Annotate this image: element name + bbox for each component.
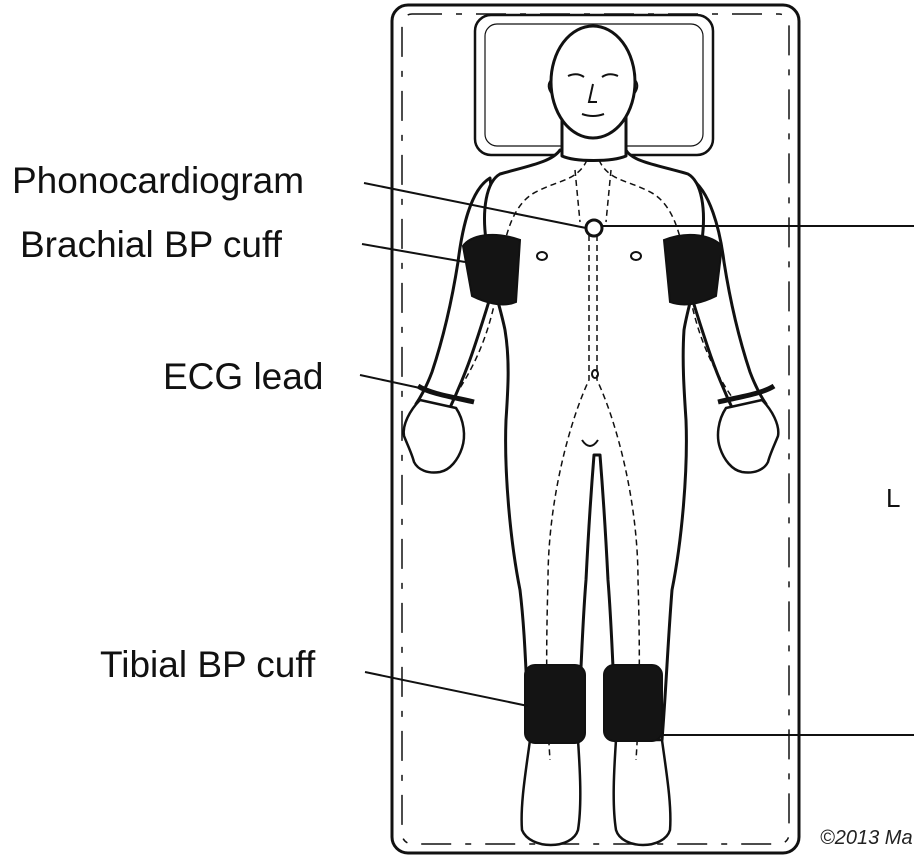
tibial-cuff-right [604,665,662,741]
label-phonocardiogram: Phonocardiogram [12,162,304,199]
leader-tibial [365,672,528,706]
tibial-cuffs [525,665,662,743]
label-brachial-bp-cuff: Brachial BP cuff [20,226,282,263]
leader-brachial [362,244,465,262]
feet [522,740,671,845]
phonocardiogram-sensor [586,220,602,236]
copyright-notice: ©2013 Ma [820,827,913,850]
leader-ecg [360,375,420,388]
head [551,26,635,138]
tibial-cuff-left [525,665,585,743]
label-ecg-lead: ECG lead [163,358,323,395]
label-tibial-bp-cuff: Tibial BP cuff [100,646,315,683]
brachial-cuff-right [664,235,722,305]
label-side-marker: L [886,485,900,511]
brachial-cuff-left [463,235,520,305]
